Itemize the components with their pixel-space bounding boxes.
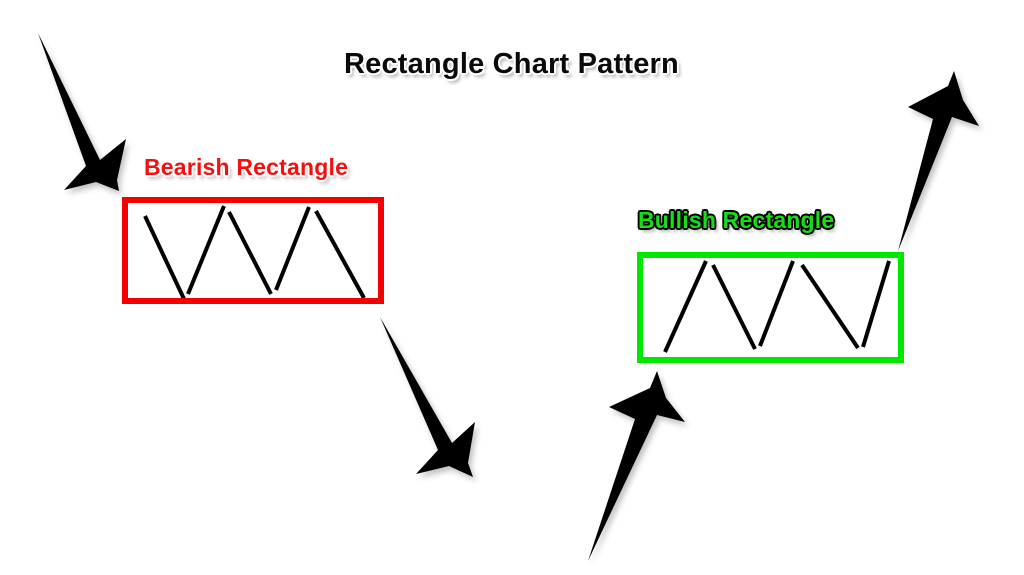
bullish-breakout-arrow	[898, 71, 979, 251]
bullish-entry-arrow	[588, 371, 685, 561]
price-segment	[663, 260, 708, 353]
bullish-rectangle-label: Bullish Rectangle	[638, 207, 835, 233]
price-segment	[314, 210, 366, 299]
bullish-price-zigzag	[663, 260, 891, 353]
bearish-breakout-arrow	[380, 317, 475, 477]
bearish-entry-arrow	[38, 33, 126, 191]
price-segment	[758, 260, 795, 347]
price-segment	[186, 205, 226, 295]
bullish-rectangle-box	[637, 252, 904, 363]
bearish-rectangle-box	[122, 197, 384, 304]
price-segment	[143, 215, 186, 300]
price-segment	[227, 211, 273, 295]
price-segment	[861, 260, 891, 348]
price-segment	[800, 263, 860, 350]
page-title: Rectangle Chart Pattern	[344, 48, 679, 80]
price-segment	[711, 264, 757, 350]
price-segment	[274, 206, 311, 291]
bearish-rectangle-label: Bearish Rectangle	[144, 154, 349, 180]
bearish-price-zigzag	[143, 205, 366, 300]
